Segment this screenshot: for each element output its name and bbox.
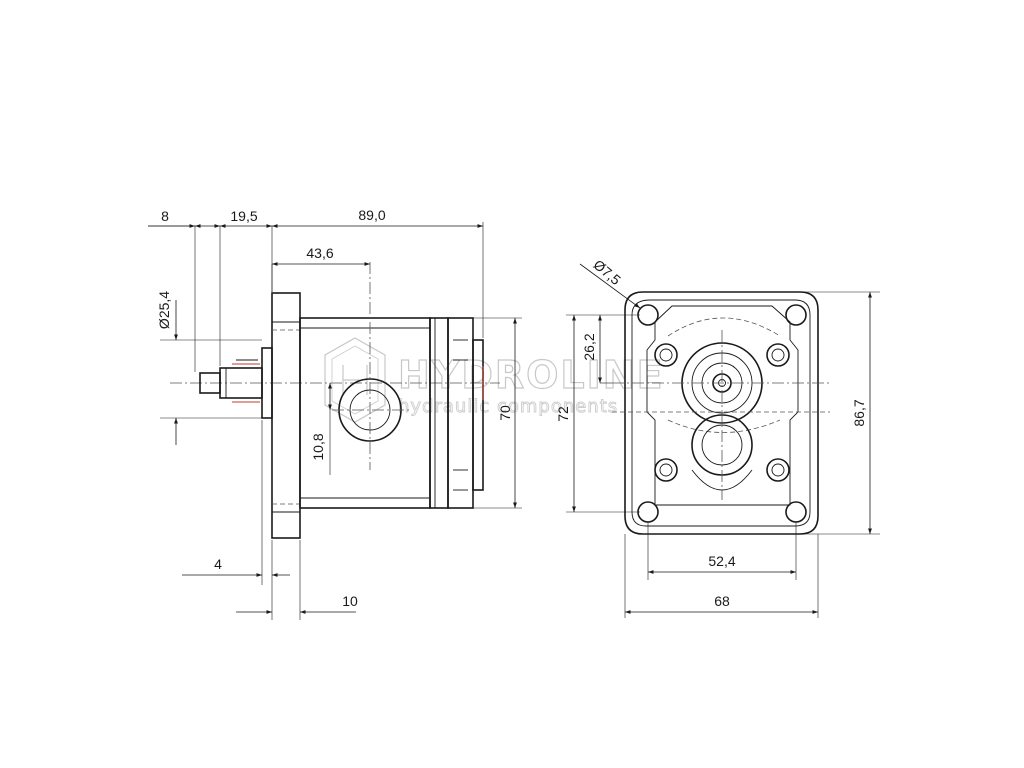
- dim-hole-spacing-horizontal: 52,4: [708, 553, 735, 569]
- front-extension-lines: [566, 291, 880, 618]
- dim-port-position: 43,6: [306, 245, 333, 261]
- dim-overall-height: 86,7: [851, 399, 867, 426]
- side-port: [332, 262, 410, 470]
- dim-pilot-diameter: Ø25,4: [156, 291, 172, 329]
- dim-shaft-offset: 8: [161, 208, 169, 224]
- dim-body-height: 70: [497, 405, 513, 421]
- dim-flange-pilot: 4: [214, 556, 222, 572]
- watermark-logo-icon: [324, 337, 386, 423]
- front-flange-outline: [624, 291, 819, 535]
- dim-overall-width: 68: [714, 593, 730, 609]
- dim-center-offset: 26,2: [581, 333, 597, 360]
- dim-shaft-height: 10,8: [310, 433, 326, 460]
- watermark: HYDROLINE hydraulic components: [324, 337, 665, 423]
- front-tapped-holes: [654, 343, 790, 482]
- dim-flange-thickness: 10: [342, 593, 358, 609]
- side-extension-lines: [148, 222, 522, 620]
- dim-body-length: 89,0: [358, 207, 385, 223]
- dim-hole-spacing-vertical: 72: [555, 406, 571, 422]
- side-dimension-lines: [148, 224, 517, 614]
- watermark-brand: HYDROLINE: [398, 353, 665, 397]
- dim-shaft-length: 19,5: [230, 208, 257, 224]
- front-view: Ø7,5 26,2 72 86,7 52,4 68: [555, 256, 880, 618]
- side-view: 8 19,5 89,0 43,6 Ø25,4 10,8 70 4 10: [148, 207, 522, 620]
- front-dimension-lines: [572, 263, 872, 614]
- dim-hole-diameter: Ø7,5: [590, 256, 624, 288]
- watermark-tagline: hydraulic components: [398, 396, 618, 417]
- shaft: [199, 359, 263, 403]
